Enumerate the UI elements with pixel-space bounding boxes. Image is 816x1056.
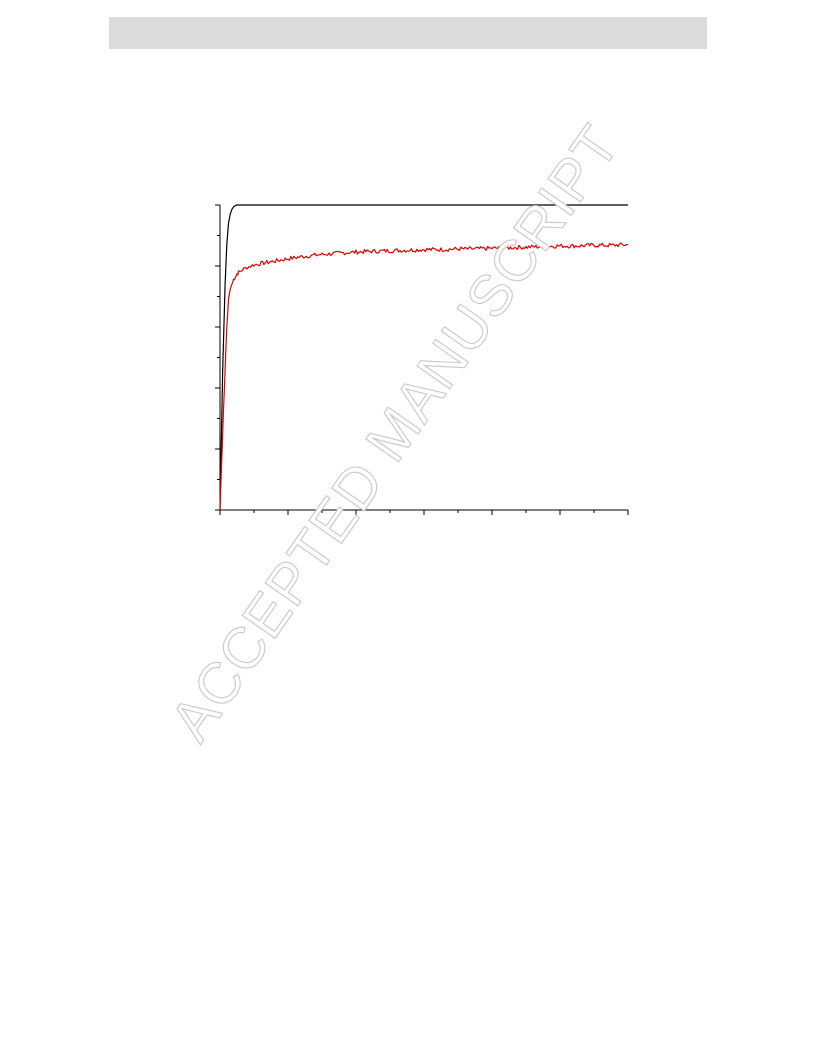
chart-series-layer bbox=[219, 204, 629, 511]
series-line-black bbox=[219, 204, 628, 511]
series-line-red bbox=[219, 242, 629, 511]
journal-header-bar bbox=[109, 17, 707, 49]
chart-axes bbox=[215, 204, 629, 515]
